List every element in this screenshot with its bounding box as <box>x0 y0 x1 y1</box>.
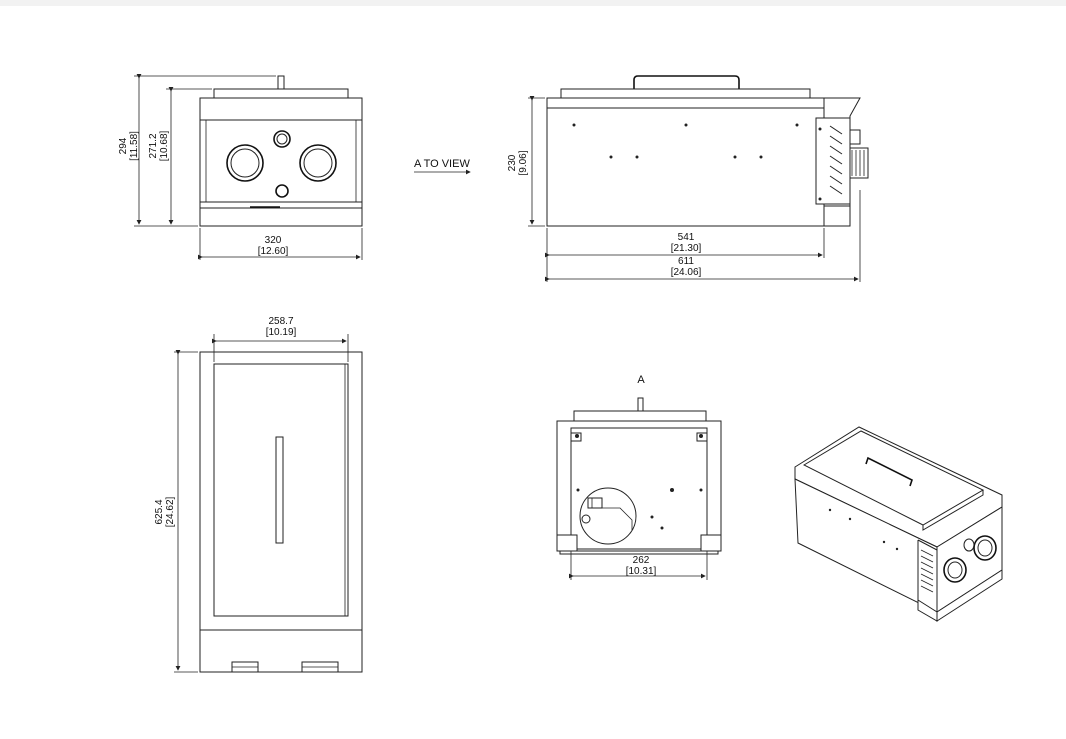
iso-handle <box>865 456 913 487</box>
dim-top-width-mm: 258.7 <box>268 316 293 327</box>
a-to-view-label: A TO VIEW <box>414 158 470 170</box>
dim-side-body-length-in: [21.30] <box>671 243 702 254</box>
front-left-knob <box>226 144 264 182</box>
iso-igniter <box>963 538 975 552</box>
side-handle <box>633 75 740 89</box>
dim-side-height-in: [9.06] <box>518 150 529 175</box>
front-lid <box>213 88 349 99</box>
top-handle <box>275 436 284 544</box>
dim-top-width-in: [10.19] <box>266 327 297 338</box>
dim-side-total-length-in: [24.06] <box>671 267 702 278</box>
front-handle-stem <box>277 75 285 90</box>
front-view <box>134 74 363 260</box>
dim-side-body-length-mm: 541 <box>678 232 695 243</box>
rear-gas-inlet <box>579 487 637 545</box>
front-right-knob <box>299 144 337 182</box>
dim-side-height-mm: 230 <box>507 154 518 171</box>
view-a-label: A <box>637 374 645 386</box>
dim-rear-width-in: [10.31] <box>626 566 657 577</box>
dim-top-depth-in: [24.62] <box>165 496 176 527</box>
dim-rear-width-mm: 262 <box>633 555 650 566</box>
front-body <box>199 97 363 203</box>
side-lid <box>560 88 811 99</box>
side-view <box>528 75 869 282</box>
dim-front-width-in: [12.60] <box>258 246 289 257</box>
dim-front-height-in: [11.58] <box>129 131 140 161</box>
iso-vent-slots <box>920 549 934 593</box>
iso-knob-left <box>943 557 967 583</box>
dim-top-depth-mm: 625.4 <box>154 499 165 524</box>
dim-side-total-length-mm: 611 <box>678 256 694 267</box>
iso-knob-right <box>973 535 997 561</box>
side-vent-slots <box>829 125 843 195</box>
front-base <box>199 207 363 227</box>
dim-front-inner-height-mm: 271.2 <box>148 133 159 158</box>
top-border <box>0 0 1066 6</box>
rear-stem <box>637 397 644 412</box>
isometric-view <box>794 426 1003 622</box>
rear-view <box>556 397 722 580</box>
rear-lid <box>573 410 707 422</box>
dim-front-width-mm: 320 <box>265 235 282 246</box>
dim-front-inner-height-in: [10.68] <box>159 130 170 161</box>
front-igniter <box>273 130 291 148</box>
dim-front-height-mm: 294 <box>118 137 129 154</box>
front-button <box>275 184 289 198</box>
side-knob-profile <box>849 129 869 179</box>
top-view <box>174 334 363 673</box>
